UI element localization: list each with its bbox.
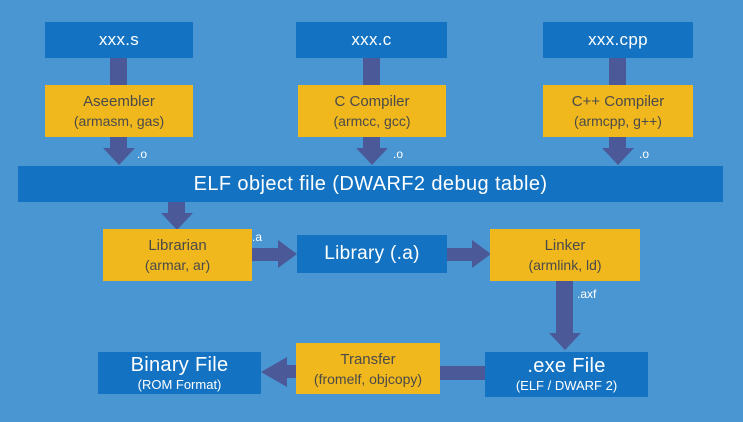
edge-label-axf: .axf: [577, 287, 597, 301]
connector-bar: [440, 366, 485, 380]
arrow-shaft: [556, 281, 573, 333]
node-binary-file: Binary File (ROM Format): [98, 352, 261, 394]
node-subtitle: (fromelf, objcopy): [313, 370, 423, 387]
arrow-shaft: [168, 202, 185, 213]
node-subtitle: (armar, ar): [144, 257, 211, 273]
node-subtitle: (ELF / DWARF 2): [515, 378, 618, 393]
arrow-head-right-icon: [278, 240, 297, 268]
node-label: xxx.s: [98, 30, 140, 49]
arrow-head-left-icon: [261, 357, 287, 387]
node-linker: Linker (armlink, ld): [490, 229, 640, 281]
node-source-s: xxx.s: [45, 22, 193, 58]
node-title: C++ Compiler: [571, 93, 665, 110]
node-subtitle: (armlink, ld): [528, 257, 602, 273]
arrow-shaft: [252, 248, 278, 261]
arrow-shaft: [287, 365, 296, 378]
node-title: Aseembler: [83, 93, 155, 110]
arrow-head-down-icon: [602, 148, 634, 165]
node-title: Transfer: [340, 350, 396, 368]
node-transfer: Transfer (fromelf, objcopy): [296, 343, 440, 394]
node-library: Library (.a): [297, 235, 447, 273]
node-label: ELF object file (DWARF2 debug table): [193, 172, 548, 195]
node-subtitle: (ROM Format): [137, 376, 222, 392]
edge-label-o-c: .o: [393, 147, 404, 161]
arrow-head-down-icon: [549, 333, 581, 350]
edge-label-o-s: .o: [137, 147, 148, 161]
node-subtitle: (armasm, gas): [73, 113, 165, 129]
node-title: C Compiler: [334, 93, 410, 110]
node-exe-file: .exe File (ELF / DWARF 2): [485, 352, 648, 397]
node-title: Binary File: [130, 353, 229, 376]
node-title: Librarian: [148, 237, 207, 254]
node-c-compiler: C Compiler (armcc, gcc): [298, 85, 446, 137]
node-source-cpp: xxx.cpp: [543, 22, 693, 58]
arrow-shaft: [447, 248, 472, 261]
node-subtitle: (armcpp, g++): [574, 113, 662, 129]
node-label: Library (.a): [324, 243, 420, 264]
node-source-c: xxx.c: [296, 22, 447, 58]
arrow-head-down-icon: [103, 148, 135, 165]
arrow-head-down-icon: [356, 148, 388, 165]
edge-label-o-cpp: .o: [639, 147, 650, 161]
edge-label-a: .a: [252, 230, 263, 244]
node-librarian: Librarian (armar, ar): [103, 229, 252, 281]
node-elf-object-file: ELF object file (DWARF2 debug table): [18, 166, 723, 202]
node-label: xxx.cpp: [588, 30, 648, 49]
node-assembler: Aseembler (armasm, gas): [45, 85, 193, 137]
arrow-head-down-icon: [161, 213, 193, 230]
node-cpp-compiler: C++ Compiler (armcpp, g++): [543, 85, 693, 137]
arrow-head-right-icon: [472, 240, 491, 268]
node-subtitle: (armcc, gcc): [333, 113, 411, 129]
node-title: .exe File: [527, 355, 606, 377]
node-title: Linker: [544, 237, 586, 254]
node-label: xxx.c: [351, 30, 392, 49]
